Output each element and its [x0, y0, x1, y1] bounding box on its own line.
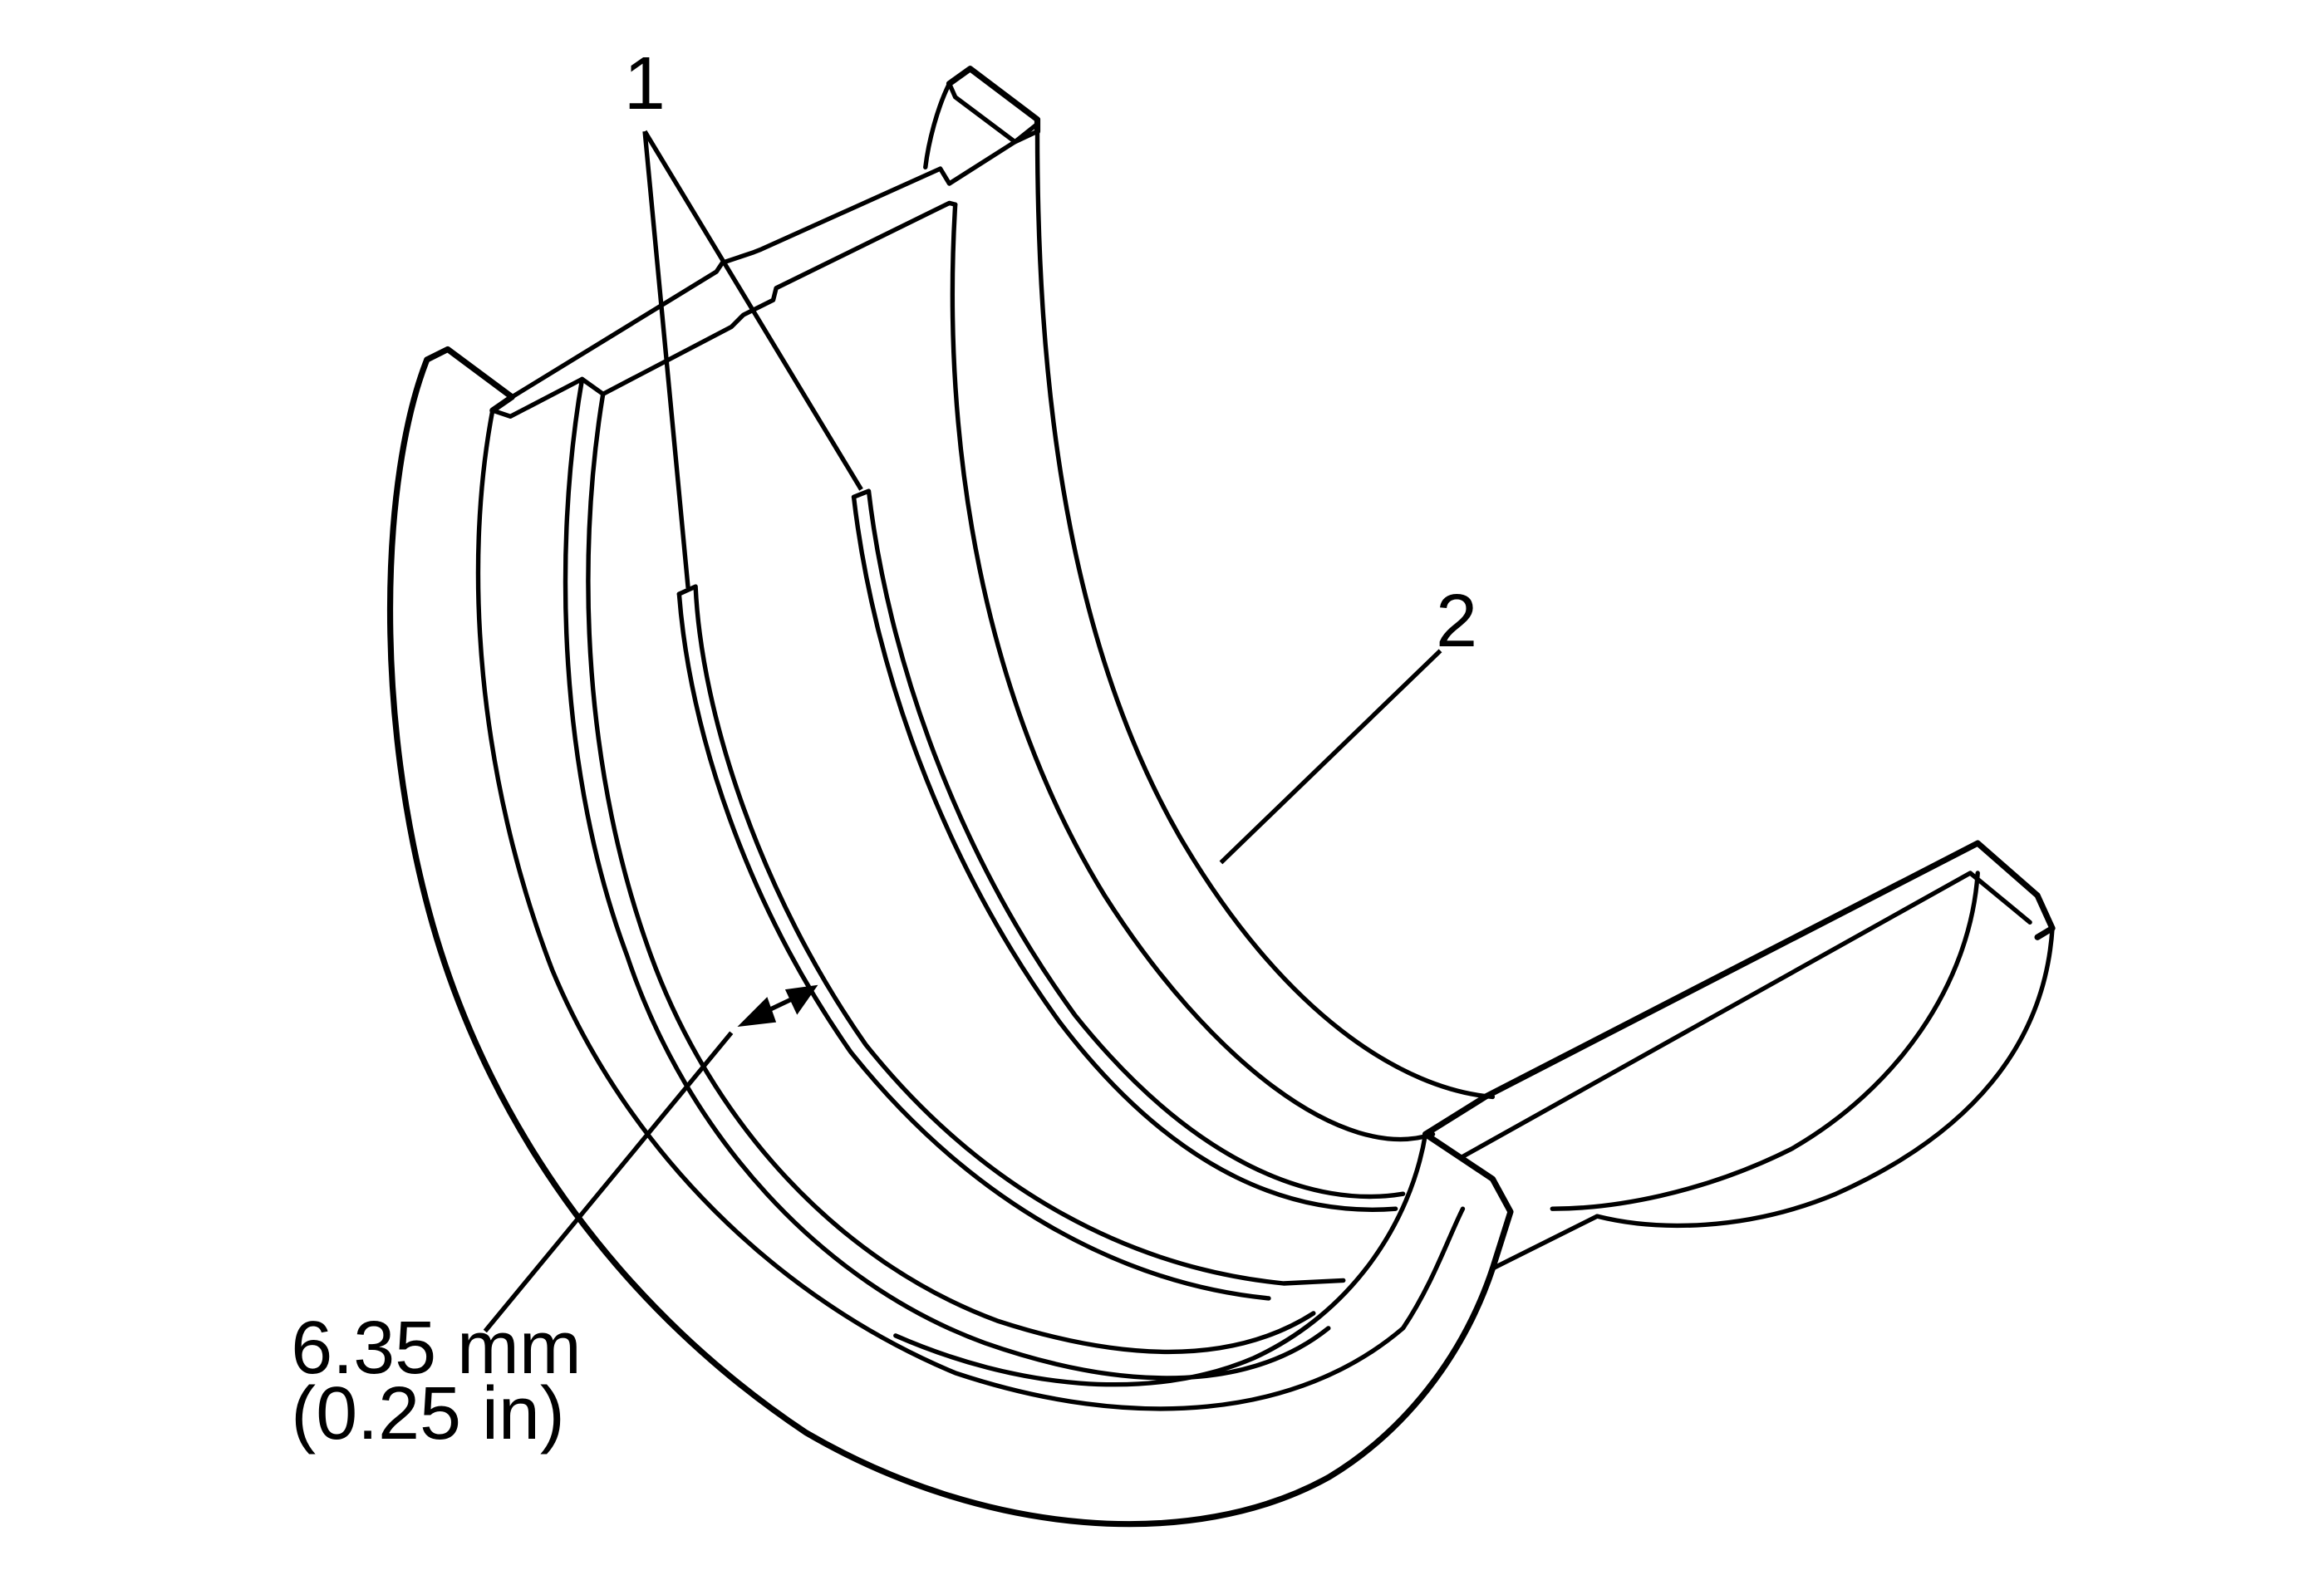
arrowhead-left [737, 997, 777, 1028]
left-flange-inner-arc [475, 408, 1466, 1411]
arrowhead-right [784, 984, 818, 1015]
inner-right-arc [1034, 129, 1496, 1100]
groove-left-inner [586, 391, 1316, 1355]
callout-1: 1 [624, 42, 666, 125]
right-end-inner-arc [1550, 871, 1980, 1211]
inner-right-arc-2 [950, 202, 1436, 1142]
leader-1a [642, 130, 690, 589]
right-flange-bottom [1490, 1214, 1599, 1271]
slot-a [676, 584, 1346, 1286]
leader-1b [642, 130, 863, 491]
bearing-shell [386, 66, 2056, 1528]
top-flange-inner [946, 81, 1040, 145]
groove-left-outer [563, 376, 1331, 1381]
top-flange-outer [923, 81, 952, 169]
top-rim-outer [509, 121, 1040, 400]
right-flange [1422, 840, 2056, 1137]
leader-2 [1219, 649, 1442, 865]
top-flange-end [946, 66, 1041, 135]
dimension-metric: 6.35 mm [291, 1307, 581, 1390]
slot-b [851, 488, 1406, 1200]
right-flange-end [1422, 1131, 1514, 1272]
dimension-arrow [737, 984, 818, 1028]
dimension-imperial: (0.25 in) [291, 1372, 564, 1455]
callout-2: 2 [1436, 580, 1477, 663]
top-rim-inner [490, 200, 958, 419]
slot-a-inner [676, 591, 1271, 1301]
outer-shell-arc [386, 356, 1496, 1528]
left-flange-end [424, 346, 515, 414]
front-lip [893, 1131, 1428, 1387]
leader-lines [483, 130, 1442, 1333]
leader-dim [483, 1031, 734, 1333]
slot-b-inner [851, 494, 1398, 1212]
right-flange-inner [1460, 871, 2032, 1159]
right-end-arc [1594, 925, 2055, 1229]
